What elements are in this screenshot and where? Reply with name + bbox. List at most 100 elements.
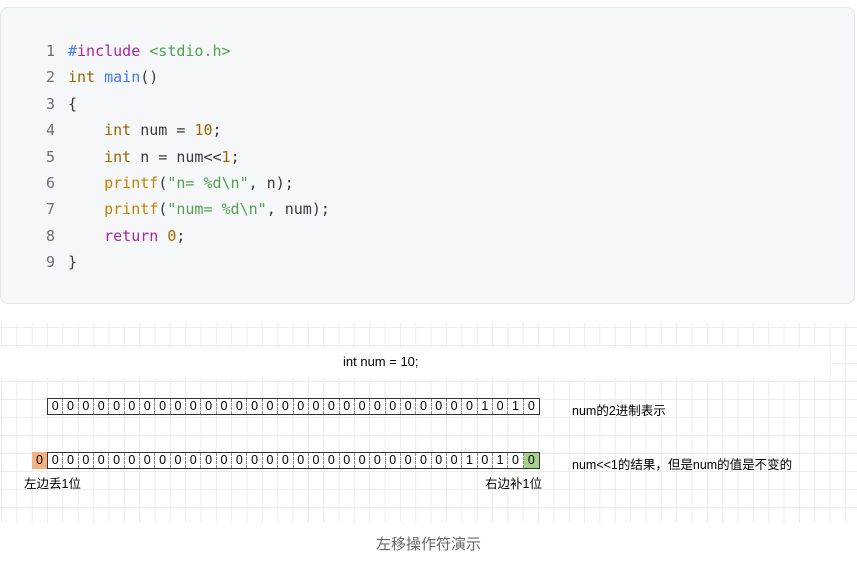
bit-cell: 0	[386, 453, 401, 468]
bit-cell: 0	[462, 399, 478, 414]
left-lost-note: 左边丢1位	[24, 477, 81, 491]
bit-cell: 0	[432, 453, 447, 468]
bit-cell: 0	[201, 399, 217, 414]
bit-cell: 0	[247, 399, 263, 414]
bit-cell: 0	[63, 399, 79, 414]
filled-bit: 0	[523, 453, 539, 468]
bit-cell: 0	[355, 453, 371, 468]
code-line: 1#include <stdio.h>	[39, 38, 330, 64]
code-token: "num= %d\n"	[167, 200, 267, 219]
code-line: 9}	[39, 249, 330, 275]
code-token	[95, 68, 104, 86]
code-token: printf	[104, 200, 159, 219]
bit-cell: 0	[370, 453, 386, 468]
code-token: 10	[194, 121, 213, 140]
bit-cell: 0	[370, 399, 386, 414]
code-token: ;	[176, 226, 186, 245]
code-token: 1	[221, 147, 231, 166]
diagram-title: int num = 10;	[343, 354, 419, 369]
code-line: 2 int main()	[39, 64, 330, 90]
line-number: 8	[45, 226, 55, 245]
bit-cell: 0	[140, 453, 156, 468]
bit-cell: 0	[79, 453, 95, 468]
bit-cell: 0	[340, 453, 355, 468]
code-token: (	[158, 173, 168, 192]
bit-cell: 1	[478, 399, 493, 414]
code-token: int	[104, 147, 132, 166]
bit-cell: 0	[125, 453, 141, 468]
bit-cell: 0	[309, 453, 325, 468]
line-number: 4	[45, 121, 55, 140]
code-token: "n= %d\n"	[167, 173, 249, 192]
bit-cell: 0	[155, 399, 171, 414]
bit-cell: 0	[79, 399, 95, 414]
code-token	[158, 227, 167, 245]
line-number: 3	[45, 94, 55, 113]
bit-cell: 0	[447, 453, 463, 468]
bit-cell: 0	[401, 399, 417, 414]
line-number: 7	[45, 200, 55, 219]
code-token: int	[68, 68, 96, 87]
bit-cell: 0	[324, 399, 340, 414]
right-fill-note: 右边补1位	[485, 477, 542, 491]
code-token	[68, 174, 104, 192]
line-number: 9	[45, 253, 55, 272]
code-token: main	[104, 68, 141, 87]
bit-cell: 0	[125, 399, 141, 414]
bit-cell: 0	[217, 399, 233, 414]
line-number: 1	[45, 42, 55, 60]
title-band	[0, 348, 830, 378]
bit-cell: 0	[171, 399, 187, 414]
bit-cell: 0	[94, 399, 110, 414]
bit-cell: 0	[94, 453, 110, 468]
line-number: 2	[45, 68, 55, 87]
bit-cell: 0	[527, 399, 535, 413]
bit-cell: 0	[478, 453, 493, 468]
bit-cell: 0	[201, 453, 217, 468]
bit-cell: 0	[508, 453, 524, 468]
code-token: (	[158, 200, 168, 219]
code-token: <stdio.h>	[149, 42, 231, 60]
bit-cell: 0	[324, 453, 340, 468]
bit-cell: 0	[355, 399, 371, 414]
bit-cell: 0	[140, 399, 156, 414]
code-token: }	[68, 253, 78, 272]
code-line: 4 int num = 10;	[39, 117, 330, 143]
code-line: 7 printf("num= %d\n", num);	[39, 196, 330, 222]
code-token: n = num<<	[131, 147, 222, 166]
code-token: 0	[167, 226, 177, 245]
bit-cell: 0	[263, 399, 279, 414]
bit-cell: 0	[186, 399, 202, 414]
shifted-bits-label: num<<1的结果，但是num的值是不变的	[572, 458, 793, 472]
bit-cell: 1	[508, 399, 524, 414]
bit-cell: 0	[493, 399, 509, 414]
code-token: ;	[212, 121, 222, 140]
bit-cell: 0	[401, 453, 417, 468]
bit-cell: 0	[109, 453, 125, 468]
code-line: 8 return 0;	[39, 223, 330, 249]
bit-cell: 0	[294, 453, 309, 468]
bit-cell: 0	[247, 453, 263, 468]
bit-cell: 0	[232, 453, 248, 468]
code-token: ;	[230, 147, 240, 166]
bit-cell: 0	[155, 453, 171, 468]
bit-cell: 0	[309, 399, 325, 414]
bit-cell: 1	[462, 453, 478, 468]
bit-cell: 0	[278, 453, 294, 468]
bit-cell: 0	[63, 453, 79, 468]
original-bits-label: num的2进制表示	[572, 404, 666, 418]
bit-cell: 0	[232, 399, 248, 414]
code-token	[68, 121, 104, 139]
bit-cell: 0	[432, 399, 447, 414]
bit-cell: 0	[416, 453, 432, 468]
code-token: , n);	[248, 173, 294, 192]
bit-cell: 1	[493, 453, 509, 468]
code-token: ()	[140, 68, 159, 87]
bit-cell: 0	[416, 399, 432, 414]
lost-bit: 0	[32, 452, 47, 469]
code-token: #	[68, 42, 78, 60]
